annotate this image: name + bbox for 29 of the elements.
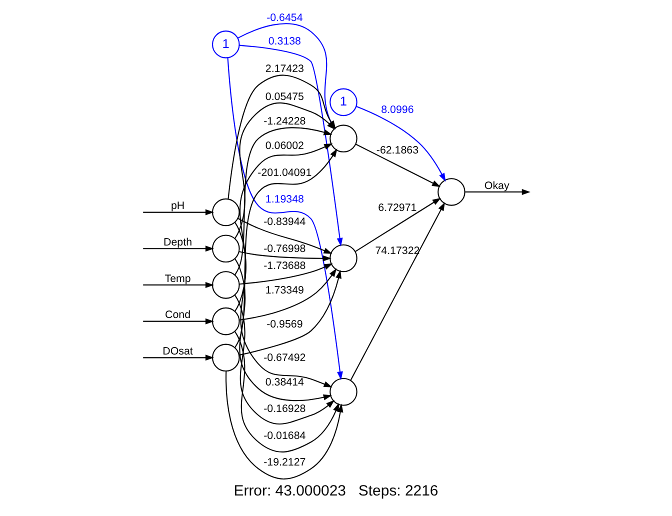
edge-label: Temp [164,272,191,285]
caption: Error: 43.000023 Steps: 2216 [234,482,438,500]
edge-label: Okay [484,180,510,192]
edge-label: 8.0996 [381,104,414,116]
edge-label: -1.24228 [264,116,306,128]
edge-label: 6.72971 [378,202,417,214]
edge-label: Depth [164,236,192,248]
edge-label: 74.17322 [375,244,420,257]
edge-label: -0.76998 [264,242,306,255]
edge-label: -0.83944 [264,216,306,228]
edge-label: 1.19348 [265,194,304,206]
edge-label: 0.3138 [268,35,302,48]
edge-label: Cond [165,309,191,322]
edge-label: 1.73349 [265,284,304,297]
edge-label: -19.2127 [264,456,306,469]
edge-label: -1.73688 [264,260,306,272]
edge-label: -0.01684 [264,430,306,442]
edge-label: -0.16928 [264,403,306,416]
edge-label: 0.05475 [265,91,304,104]
edge-label: -0.6454 [266,12,303,24]
edge-label: DOsat [162,345,193,358]
edge-label: -0.9569 [266,318,303,331]
edge-label: -0.67492 [264,352,306,364]
edge-label: pH [170,200,185,212]
edge-label: -201.04091 [258,166,312,179]
edge-label: 2.17423 [265,63,304,76]
edge-label: -62.1863 [376,144,419,156]
edge-label: 0.06002 [265,140,304,152]
edge-label: 0.38414 [265,376,304,388]
